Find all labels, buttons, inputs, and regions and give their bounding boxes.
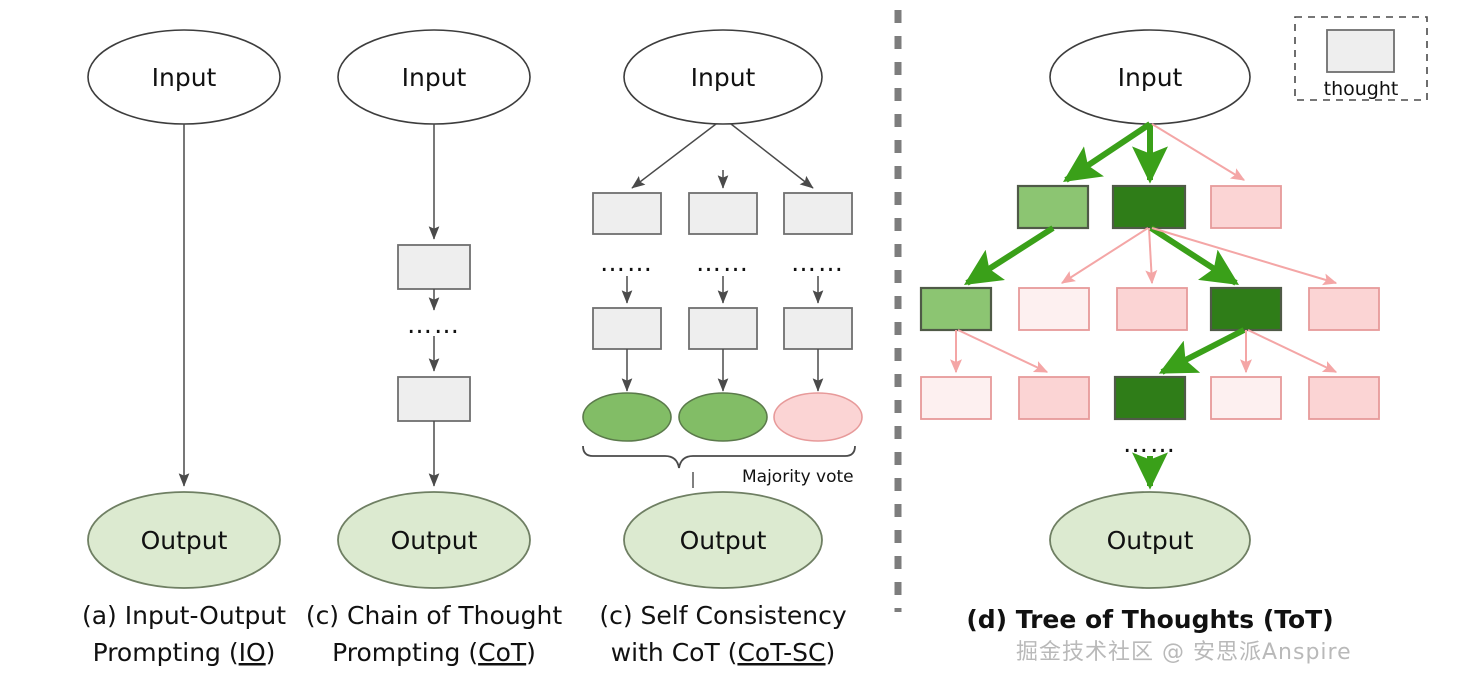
tot-thought-box-r3c4 (1210, 376, 1282, 420)
cotsc-majority-brace (582, 445, 856, 469)
tot-thought-box-r1c2 (1111, 184, 1187, 230)
tot-edge-root-to-r1c1 (1063, 121, 1152, 183)
panel-cot-sc: Input …… …… …… Majority vote (582, 29, 863, 667)
cotsc-thought-box-r2c2 (688, 307, 758, 350)
panel-cot: Input …… Output (c) Chain of Thought Pro… (306, 29, 563, 667)
tot-thought-box-r3c2 (1018, 376, 1090, 420)
panel-tot: Input …… (919, 29, 1380, 634)
tot-thought-box-r2c2 (1018, 287, 1090, 331)
cot-caption-line1: (c) Chain of Thought (306, 601, 563, 630)
cotsc-thought-box-r2c1 (592, 307, 662, 350)
legend-thought: thought (1294, 16, 1428, 101)
tot-thought-box-r1c1 (1016, 184, 1090, 230)
cotsc-ellipsis-dots-c3: …… (791, 248, 845, 277)
cotsc-caption-pre: with CoT ( (611, 638, 738, 667)
cotsc-output-ellipse (623, 491, 823, 589)
cotsc-ellipsis-dots-c1: …… (600, 248, 654, 277)
tot-output-ellipse (1049, 491, 1251, 589)
cot-caption-abbrev: CoT (478, 638, 527, 667)
panel-io: Input Output (a) Input-Output Prompting … (82, 29, 286, 667)
cotsc-result-ellipse-3 (773, 392, 863, 442)
tot-edge-r1c1-to-r2c1 (963, 225, 1055, 286)
cotsc-thought-box-r1c2 (688, 192, 758, 235)
tot-caption: (d) Tree of Thoughts (ToT) (966, 605, 1333, 634)
cot-caption-post: ) (526, 638, 536, 667)
io-caption-abbrev: IO (239, 638, 266, 667)
cotsc-result-ellipse-2 (678, 392, 768, 442)
cotsc-thought-box-r2c3 (783, 307, 853, 350)
tot-edge-root-to-r1c3 (1151, 123, 1246, 181)
cotsc-ellipsis-dots-c2: …… (696, 248, 750, 277)
tot-edge-r1c2-to-r2c4 (1149, 225, 1240, 286)
tot-thought-box-r3c3 (1113, 375, 1187, 421)
tot-thought-box-r3c1 (920, 376, 992, 420)
cotsc-thought-box-r1c1 (592, 192, 662, 235)
tot-thought-box-r2c5 (1308, 287, 1380, 331)
tot-edge-r2c4-to-r3c3 (1158, 327, 1246, 375)
tot-edge-r2c4-to-r3c5 (1247, 329, 1338, 373)
cot-thought-box-1 (397, 244, 471, 290)
cotsc-caption-line2: with CoT (CoT-SC) (611, 638, 836, 667)
cot-thought-box-2 (397, 376, 471, 422)
io-caption-post: ) (266, 638, 276, 667)
cotsc-caption-line1: (c) Self Consistency (599, 601, 847, 630)
tot-edge-r1c2-to-r2c2 (1060, 227, 1149, 284)
cotsc-result-ellipse-1 (582, 392, 672, 442)
cot-output-ellipse (337, 491, 531, 589)
io-caption-pre: Prompting ( (93, 638, 239, 667)
cotsc-majority-vote-label: Majority vote (742, 467, 854, 487)
tot-thought-box-r2c4 (1209, 286, 1283, 332)
io-caption-line1: (a) Input-Output (82, 601, 286, 630)
cotsc-fan-arrow-right (730, 123, 814, 189)
tot-ellipsis-dots: …… (1123, 429, 1177, 458)
cot-input-label: Input (402, 63, 467, 92)
tot-edge-r2c1-to-r3c2 (957, 329, 1049, 373)
io-caption-line2: Prompting (IO) (93, 638, 276, 667)
cotsc-fan-arrow-left (631, 123, 717, 189)
cot-caption-line2: Prompting (CoT) (332, 638, 536, 667)
tot-input-label: Input (1118, 63, 1183, 92)
tot-edge-r1c2-to-r2c3 (1145, 227, 1158, 285)
cotsc-output-label: Output (680, 526, 767, 555)
tot-output-label: Output (1107, 526, 1194, 555)
tot-thought-box-r2c1 (919, 286, 993, 332)
cotsc-thought-box-r1c3 (783, 192, 853, 235)
legend-thought-box-icon (1326, 29, 1395, 73)
io-input-label: Input (152, 63, 217, 92)
cotsc-input-label: Input (691, 63, 756, 92)
tot-thought-box-r1c3 (1210, 185, 1282, 229)
cot-caption-pre: Prompting ( (332, 638, 478, 667)
tot-edge-r1c2-to-r2c5 (1151, 227, 1338, 286)
tot-thought-box-r2c3 (1116, 287, 1188, 331)
cotsc-caption-post: ) (826, 638, 836, 667)
watermark-text: 掘金技术社区 @ 安思派Anspire (1016, 640, 1352, 665)
cotsc-caption-abbrev: CoT-SC (737, 638, 825, 667)
cotsc-input-ellipse (623, 29, 823, 125)
cot-output-label: Output (391, 526, 478, 555)
tot-thought-box-r3c5 (1308, 376, 1380, 420)
io-output-label: Output (141, 526, 228, 555)
cot-ellipsis-dots: …… (407, 310, 461, 339)
io-output-ellipse (87, 491, 281, 589)
legend-thought-label: thought (1324, 78, 1399, 100)
